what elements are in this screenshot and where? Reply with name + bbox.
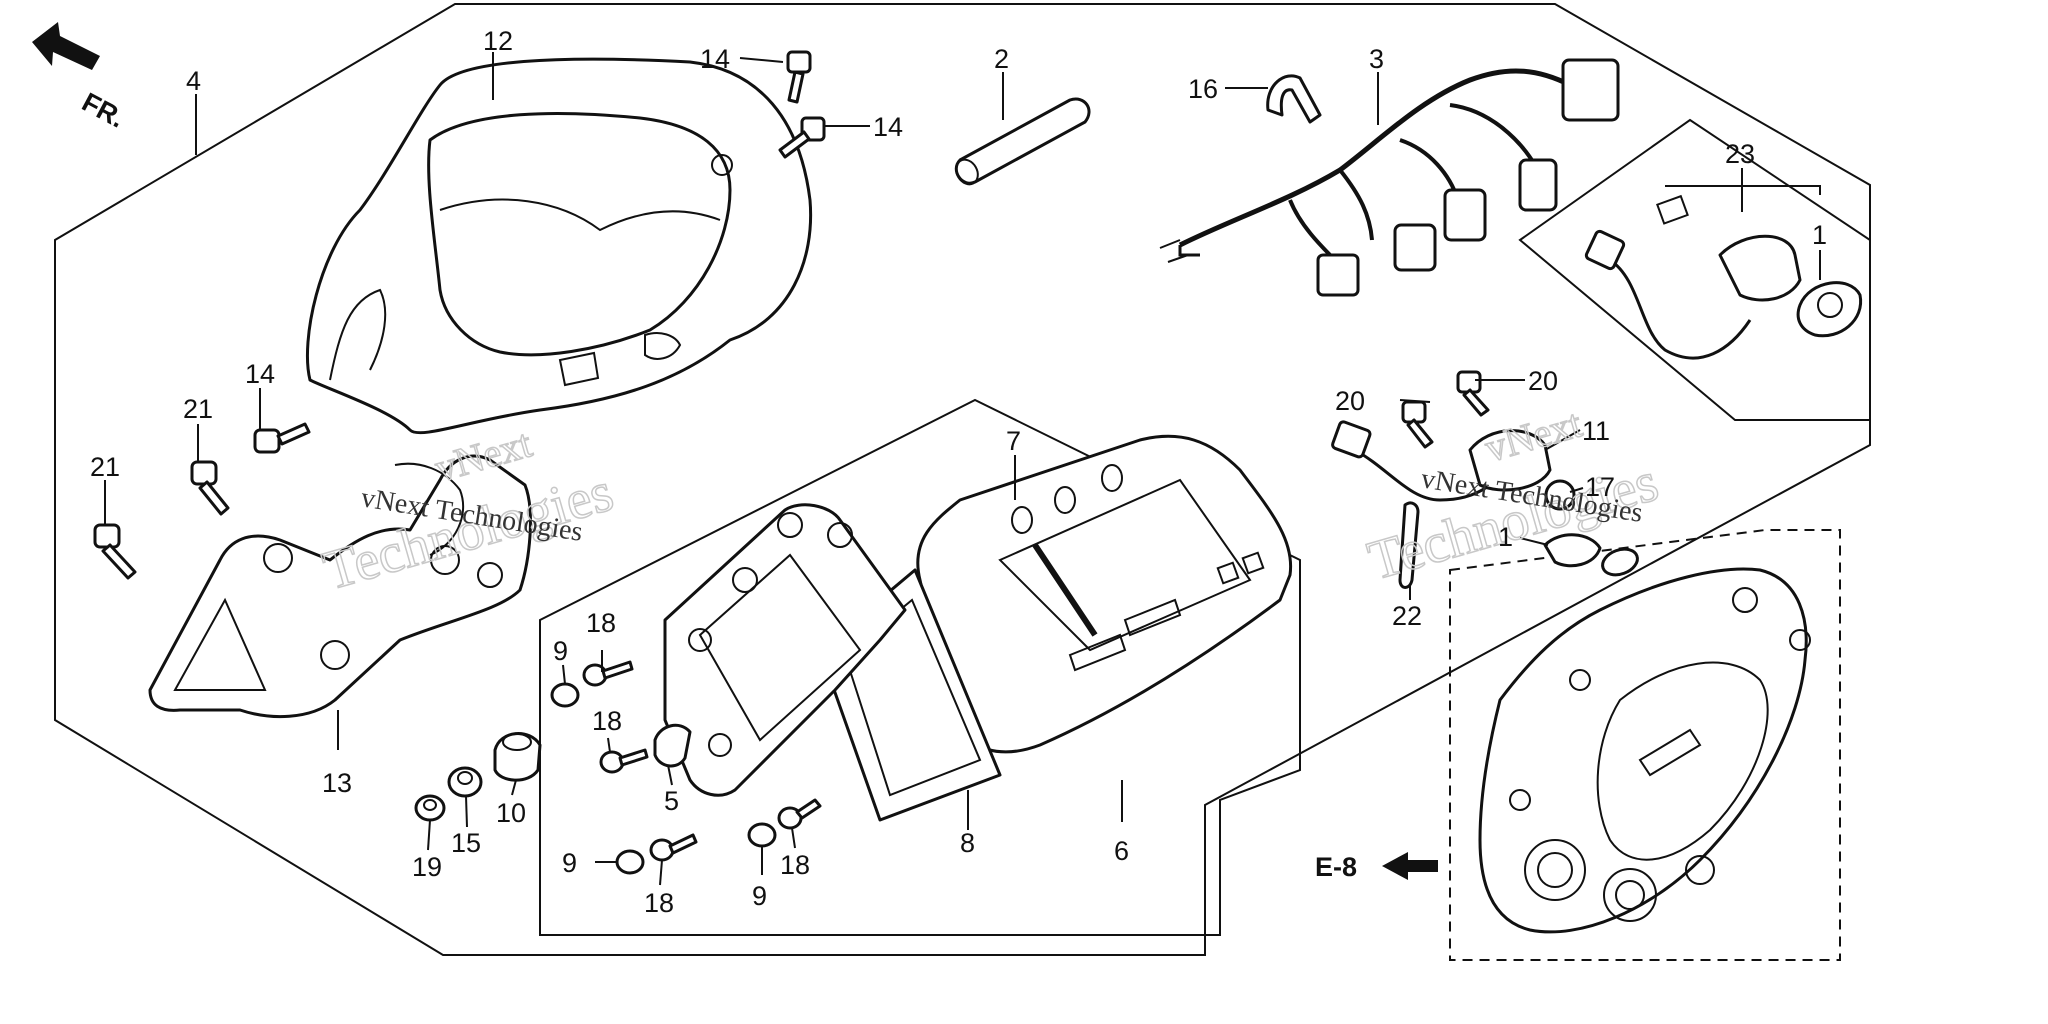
direction-indicator: FR. [77,87,129,134]
meter-visor-12 [306,57,813,435]
part-label-13: 13 [322,768,352,798]
part-label-14-left: 14 [245,359,275,389]
crankcase-cover-reference [1478,567,1811,934]
grommet-9-top [550,682,580,708]
nut-19 [414,794,446,822]
part-label-9-bottom-right: 9 [752,881,767,911]
collar-15 [447,766,483,798]
tube-2 [954,97,1091,186]
part-label-11: 11 [1582,416,1610,446]
speed-sensor-23 [1584,194,1802,360]
grommet-10 [493,732,542,782]
bolt-20-right [1456,370,1490,417]
part-label-2: 2 [994,44,1009,74]
part-label-21-left: 21 [90,452,120,482]
grommet-lower [1543,533,1602,568]
bolt-21-mid [190,460,230,516]
part-label-22: 22 [1392,601,1422,631]
part-label-9-bottom-left: 9 [562,848,577,878]
part-label-4: 4 [186,66,201,96]
grommet-9-bottom-left [615,849,645,875]
outline-meter-group [539,398,1301,936]
bolt-14-left [253,422,311,454]
front-direction-arrow-icon [32,22,100,70]
part-label-18-mid: 18 [592,706,622,736]
part-label-15: 15 [451,828,481,858]
bolt-14-top [786,50,812,104]
sensor-11 [1331,420,1552,502]
wire-harness-3 [1159,58,1620,297]
meter-stay-13 [148,454,532,718]
cable-tie-22 [1398,501,1420,589]
part-label-12: 12 [483,26,513,56]
screw-18-top [582,660,634,687]
bolt-20-left [1401,400,1434,449]
part-label-20-left: 20 [1335,386,1365,416]
part-label-14-top: 14 [700,44,730,74]
part-label-16: 16 [1188,74,1218,104]
part-label-19: 19 [412,852,442,882]
part-label-18-top: 18 [586,608,616,638]
part-label-14-mid: 14 [873,112,903,142]
page-reference-label: E-8 [1315,852,1357,882]
outline-main-assembly [54,3,1871,956]
part-label-10: 10 [496,798,526,828]
part-label-18-right: 18 [780,850,810,880]
washer-17 [1544,479,1576,511]
leader-lines [104,52,1821,886]
part-label-18-bottom: 18 [644,888,674,918]
collar-5 [653,723,692,768]
screw-18-mid [599,748,649,774]
meter-case-6 [663,503,907,797]
outline-cover-group [1449,529,1841,961]
outline-sensor-group [1518,118,1871,421]
part-label-6: 6 [1114,836,1129,866]
part-label-3: 3 [1369,44,1384,74]
part-label-20-right: 20 [1528,366,1558,396]
bolt-21-left [93,523,137,580]
part-label-21-mid: 21 [183,394,213,424]
clamp-16 [1266,74,1322,124]
part-label-17: 17 [1585,472,1615,502]
reference-arrow-icon [1382,852,1438,880]
o-ring-1-upper [1796,281,1863,338]
bolt-14-mid [778,116,826,159]
part-label-1-lower: 1 [1498,522,1513,552]
part-label-8: 8 [960,828,975,858]
part-label-9-top: 9 [553,636,568,666]
screw-18-bottom [649,833,698,862]
part-label-7: 7 [1006,426,1021,456]
meter-cover-7 [916,434,1293,754]
grommet-9-bottom-right [747,822,777,848]
part-number-labels: 12 4 14 14 14 21 21 2 16 3 23 1 20 20 11… [90,26,1827,918]
part-label-23: 23 [1725,139,1755,169]
part-label-5: 5 [664,786,679,816]
part-label-1-upper: 1 [1812,220,1827,250]
screw-18-right [777,798,822,830]
o-ring-1-lower [1601,547,1639,577]
